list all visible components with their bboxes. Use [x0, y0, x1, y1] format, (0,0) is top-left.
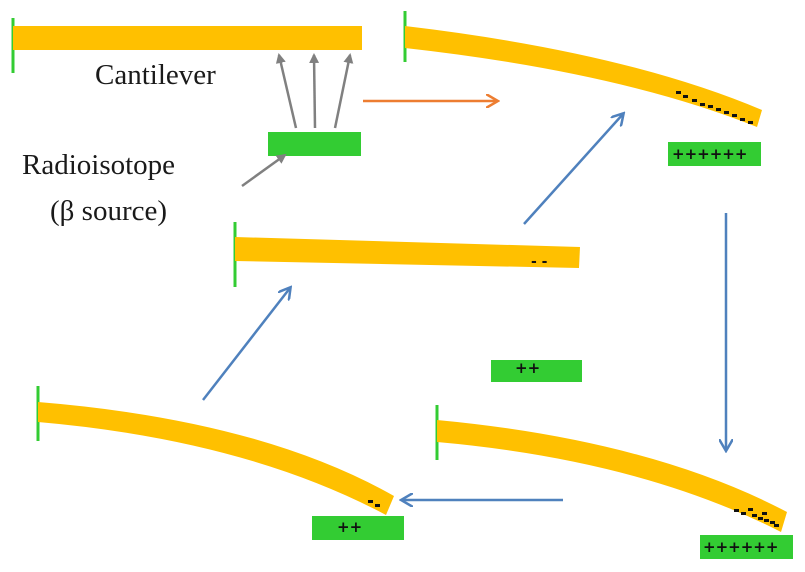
radioisotope-plate — [491, 360, 582, 382]
positive-charges: ++ — [515, 359, 540, 377]
negative-charges: - - — [531, 254, 548, 270]
radioisotope-plate — [312, 516, 404, 540]
radioisotope-plate — [668, 142, 761, 166]
cantilever-label: Cantilever — [95, 59, 216, 91]
step-2-charged: ++++++ — [403, 11, 762, 166]
radioisotope-plate — [700, 535, 793, 559]
process-arrow — [202, 288, 290, 401]
positive-charges: ++++++ — [703, 538, 778, 556]
step-1-initial: Cantilever Radioisotope (β source) — [11, 18, 362, 227]
step-3-contact: ++++++ — [435, 405, 793, 559]
negative-charges — [734, 508, 779, 527]
beta-ray-arrow — [333, 53, 354, 129]
cantilever-beam — [13, 26, 362, 50]
bent-cantilever-beam — [38, 402, 394, 515]
positive-charges: ++ — [337, 518, 362, 536]
radioisotope-plate — [268, 132, 361, 156]
process-arrow — [523, 114, 623, 225]
radioisotope-label: Radioisotope — [22, 149, 175, 181]
beta-ray-arrow — [309, 53, 320, 129]
radioisotope-pointer-arrow — [241, 153, 287, 188]
beta-source-label: (β source) — [50, 195, 167, 227]
step-5-recharging: - - ++ — [233, 222, 582, 382]
negative-charges — [676, 91, 753, 124]
beta-ray-arrow — [275, 53, 298, 129]
step-4-discharged: ++ — [36, 386, 404, 540]
positive-charges: ++++++ — [672, 145, 747, 163]
negative-charges — [368, 500, 380, 507]
cantilever-beam — [235, 237, 580, 268]
bent-cantilever-beam — [405, 26, 762, 127]
bent-cantilever-beam — [437, 420, 787, 532]
